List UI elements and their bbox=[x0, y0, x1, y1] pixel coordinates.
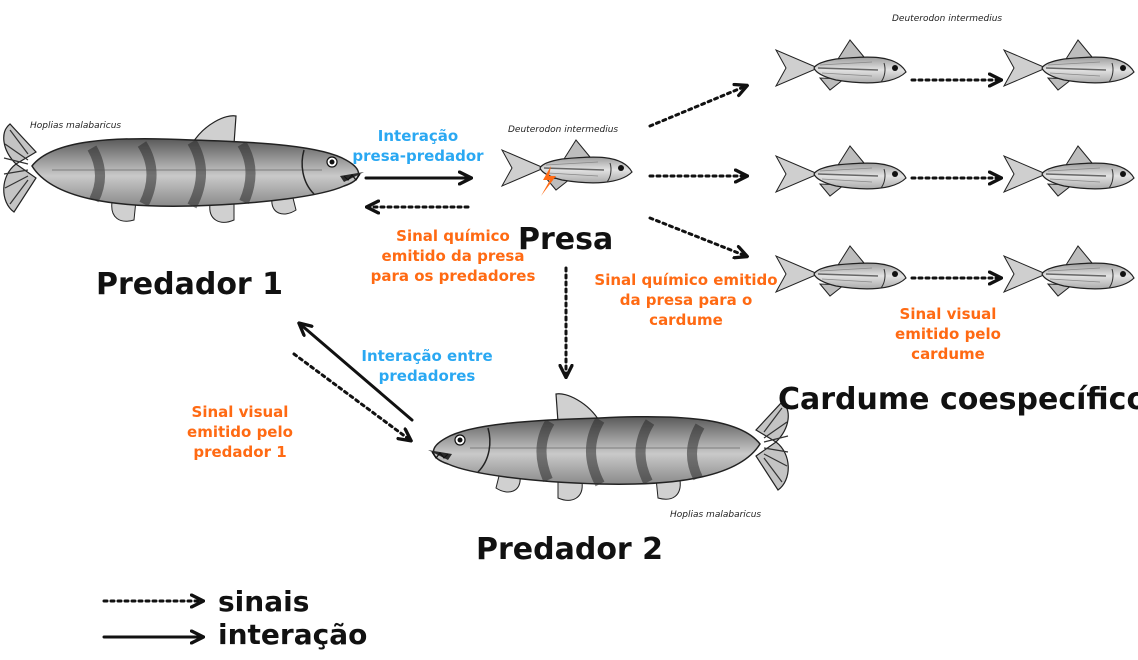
species-predator2: Hoplias malabaricus bbox=[670, 510, 761, 520]
node-school: Cardume coespecífico bbox=[778, 382, 1138, 417]
predator1-fish bbox=[4, 116, 364, 223]
prey-fish bbox=[502, 140, 632, 190]
label-prey-predator: Interação presa-predador bbox=[350, 126, 486, 166]
species-prey: Deuterodon intermedius bbox=[508, 125, 618, 135]
school-fish-2 bbox=[1004, 40, 1134, 90]
school-fish-3 bbox=[776, 146, 906, 196]
label-visual-school: Sinal visual emitido pelo cardume bbox=[868, 304, 1028, 364]
predator2-fish bbox=[428, 394, 788, 501]
species-predator1: Hoplias malabaricus bbox=[30, 121, 121, 131]
school-fish-6 bbox=[1004, 246, 1134, 296]
school-fish-4 bbox=[1004, 146, 1134, 196]
arrow-prey-to-school-top bbox=[650, 86, 746, 126]
label-chem-to-predators: Sinal químico emitido da presa para os p… bbox=[368, 226, 538, 286]
school-fish-5 bbox=[776, 246, 906, 296]
node-predator1: Predador 1 bbox=[96, 267, 283, 302]
label-between-predators: Interação entre predadores bbox=[352, 346, 502, 386]
label-chem-to-school: Sinal químico emitido da presa para o ca… bbox=[588, 270, 784, 330]
school-fish-1 bbox=[776, 40, 906, 90]
species-school: Deuterodon intermedius bbox=[892, 14, 1002, 24]
legend-signals-label: sinais bbox=[218, 585, 309, 618]
legend-interaction-label: interação bbox=[218, 618, 367, 651]
node-predator2: Predador 2 bbox=[476, 532, 663, 567]
label-visual-predator1: Sinal visual emitido pelo predador 1 bbox=[160, 402, 320, 462]
arrow-prey-to-school-bottom bbox=[650, 218, 746, 256]
